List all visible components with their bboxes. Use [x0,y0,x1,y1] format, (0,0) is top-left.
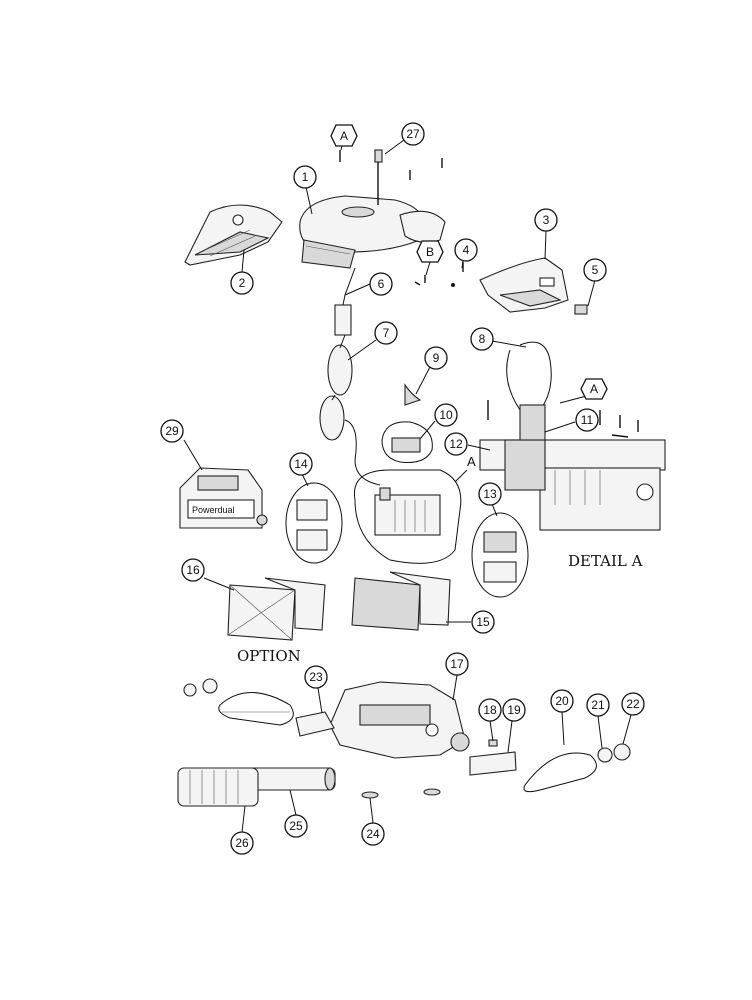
callout-9: 9 [424,346,448,370]
svg-text:6: 6 [378,277,385,291]
detail-a-caption: DETAIL A [568,552,643,570]
svg-text:19: 19 [507,703,521,717]
cable-loop-part [404,341,552,411]
left-side-cover-part [184,204,283,266]
filter-pad-set-14 [285,482,343,564]
callout-10: 10 [434,403,458,427]
svg-text:11: 11 [581,413,594,427]
callout-2: 2 [230,271,254,295]
svg-text:21: 21 [591,698,605,712]
callout-27: 27 [401,122,425,146]
bracket-part [295,711,335,737]
callout-3: 3 [534,208,558,232]
filter-pad-set-13 [471,512,529,598]
callout-14: 14 [289,452,313,476]
right-track-part [523,743,631,793]
svg-text:26: 26 [235,836,249,850]
callout-25: 25 [284,814,308,838]
callout-13: 13 [478,482,502,506]
svg-text:9: 9 [433,351,440,365]
hex-callout-b: B [416,240,444,263]
svg-text:25: 25 [289,819,303,833]
svg-text:5: 5 [592,263,599,277]
svg-text:27: 27 [406,127,420,141]
callout-21: 21 [586,693,610,717]
svg-text:14: 14 [294,457,308,471]
swivel-pin-part [374,149,383,205]
svg-text:16: 16 [186,563,200,577]
left-track-part [183,678,294,726]
svg-text:24: 24 [366,827,380,841]
motor-block-part [353,469,462,564]
hex-callout-a-detail: A [580,378,608,400]
callout-6: 6 [369,272,393,296]
filter-panels-standard [351,571,451,631]
callout-19: 19 [502,698,526,722]
screws-top [339,150,464,287]
roller-part [244,767,336,791]
callout-4: 4 [454,238,478,262]
callout-18: 18 [478,698,502,722]
callout-12: 12 [444,432,468,456]
svg-text:18: 18 [483,703,497,717]
svg-text:2: 2 [239,276,246,290]
callout-11: 11 [575,408,599,432]
chassis-part [329,681,470,759]
callout-24: 24 [361,822,385,846]
svg-text:10: 10 [439,408,453,422]
hex-callout-a-top: A [330,124,358,147]
svg-text:15: 15 [476,615,490,629]
connector-group-part [381,421,433,463]
svg-text:17: 17 [450,657,464,671]
callout-5: 5 [583,258,607,282]
callout-26: 26 [230,831,254,855]
svg-text:12: 12 [449,437,463,451]
svg-text:A: A [590,382,598,396]
callout-1: 1 [293,165,317,189]
callout-23: 23 [304,665,328,689]
svg-text:13: 13 [483,487,497,501]
callout-15: 15 [471,610,495,634]
option-caption: OPTION [237,647,301,665]
svg-text:B: B [426,245,434,259]
callout-29: 29 [160,419,184,443]
svg-text:A: A [340,129,348,143]
power-supply-part [179,467,268,529]
svg-text:4: 4 [463,243,470,257]
brush-part [177,767,259,807]
detail-marker-label: A [467,454,476,469]
top-cover-part [299,195,446,269]
svg-text:3: 3 [543,213,550,227]
svg-text:23: 23 [309,670,323,684]
svg-text:22: 22 [626,697,640,711]
power-supply-brand-text: Powerdual [192,505,235,515]
leader-lines [183,135,632,833]
callout-16: 16 [181,558,205,582]
clip-part [574,304,588,315]
svg-text:1: 1 [302,170,309,184]
filter-panels-option [227,577,326,641]
callout-7: 7 [374,321,398,345]
callout-8: 8 [470,327,494,351]
callout-22: 22 [621,692,645,716]
detail-a-motor-unit-part [479,400,666,531]
svg-text:8: 8 [479,332,486,346]
right-side-cover-part [479,257,569,313]
cable-swivel-part [319,267,381,486]
svg-text:29: 29 [165,424,179,438]
bushing-part [361,788,441,799]
svg-text:20: 20 [555,694,569,708]
callout-20: 20 [550,689,574,713]
svg-text:7: 7 [383,326,390,340]
callout-17: 17 [445,652,469,676]
